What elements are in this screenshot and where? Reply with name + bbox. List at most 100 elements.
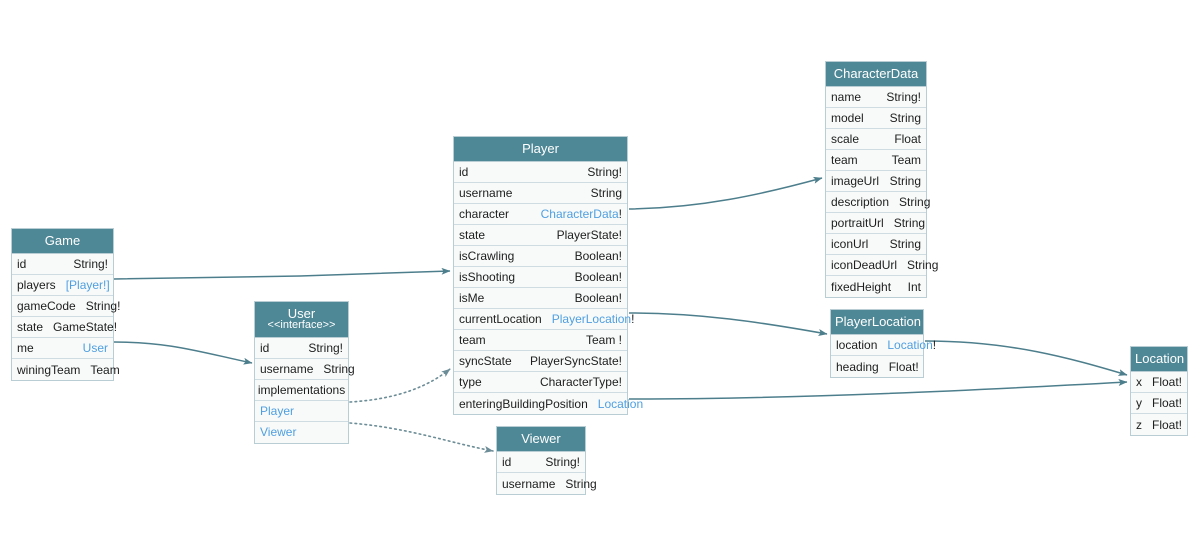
field-name: me: [17, 341, 34, 356]
field-type: String!: [545, 455, 580, 470]
field-name: character: [459, 207, 510, 222]
field-name: username: [502, 476, 556, 491]
field-name: scale: [831, 132, 860, 147]
field-row-game-players[interactable]: players [Player!]: [12, 275, 113, 297]
field-name: Viewer: [260, 425, 297, 440]
field-type: Int: [907, 279, 921, 294]
field-type: String!: [886, 90, 921, 105]
field-type: Boolean!: [574, 270, 622, 285]
field-type: Location: [597, 396, 644, 411]
entity-header-location: Location: [1131, 347, 1187, 373]
field-name: state: [17, 320, 44, 335]
field-name: y: [1136, 396, 1142, 411]
field-name: username: [260, 361, 314, 376]
field-name: z: [1136, 417, 1142, 432]
field-type: Location!: [887, 338, 937, 353]
field-type: Float!: [888, 359, 919, 374]
field-type: String: [323, 361, 355, 376]
edge-player-currentlocation-to-playerlocation: [628, 312, 828, 336]
field-name: id: [260, 340, 270, 355]
field-name: id: [459, 165, 469, 180]
edge-playerlocation-location-to-location: [924, 340, 1128, 376]
field-type: Float!: [1152, 417, 1183, 432]
field-row-user-implementations[interactable]: implementations: [255, 379, 348, 401]
field-row-characterdata-fixedheight[interactable]: fixedHeight Int: [826, 276, 926, 298]
field-name: type: [459, 375, 482, 390]
field-name: id: [502, 455, 512, 470]
field-row-characterdata-scale[interactable]: scale Float: [826, 129, 926, 151]
field-type: Team: [891, 153, 921, 168]
entity-header-characterdata: CharacterData: [826, 62, 926, 88]
field-type: String: [907, 258, 939, 273]
field-name: fixedHeight: [831, 279, 892, 294]
field-type: [Player!]: [65, 278, 110, 293]
field-name: syncState: [459, 354, 512, 369]
edge-user-viewer-impl: [349, 422, 494, 453]
field-row-game-state[interactable]: state GameState!: [12, 317, 117, 339]
field-name: players: [17, 278, 56, 293]
field-row-user-player[interactable]: Player: [255, 400, 348, 422]
field-name: iconDeadUrl: [831, 258, 898, 273]
field-name: model: [831, 111, 864, 126]
field-name: portraitUrl: [831, 216, 884, 231]
field-row-playerlocation-heading[interactable]: heading Float!: [831, 356, 923, 378]
field-row-location-z[interactable]: z Float!: [1131, 414, 1187, 436]
field-name: state: [459, 228, 486, 243]
field-type: String!: [85, 299, 121, 314]
entity-header-game: Game: [12, 229, 113, 255]
field-type: Float: [894, 132, 921, 147]
field-name: isShooting: [459, 270, 516, 285]
field-type: GameState!: [53, 320, 118, 335]
field-type: CharacterData!: [540, 207, 622, 222]
field-row-characterdata-icondeadurl[interactable]: iconDeadUrl String: [826, 255, 938, 277]
edge-game-me-to-user: [113, 341, 253, 365]
field-type: Float!: [1152, 375, 1183, 390]
field-row-viewer-id[interactable]: id String!: [497, 452, 585, 474]
field-row-player-isshooting[interactable]: isShooting Boolean!: [454, 267, 627, 289]
field-type: Team !: [585, 333, 622, 348]
field-type: String!: [73, 257, 108, 272]
field-name: Player: [260, 403, 295, 418]
field-name: heading: [836, 359, 879, 374]
field-type: Boolean!: [574, 291, 622, 306]
field-row-user-username[interactable]: username String: [255, 358, 355, 380]
field-name: winingTeam: [17, 362, 81, 377]
field-type: String: [889, 174, 921, 189]
field-row-user-viewer[interactable]: Viewer: [255, 421, 348, 443]
field-row-player-character[interactable]: character CharacterData!: [454, 204, 627, 226]
